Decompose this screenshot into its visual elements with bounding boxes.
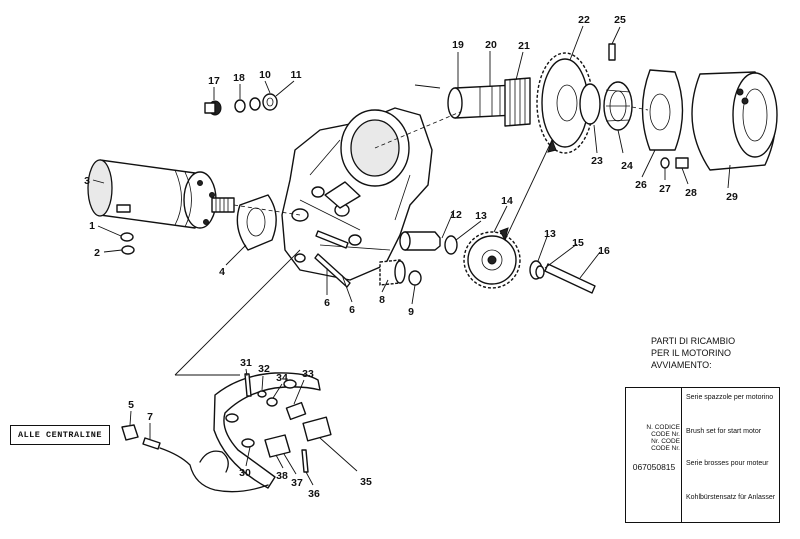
description-fr: Serie brosses pour moteur: [686, 460, 769, 467]
code-header-fr: Nr. CODE: [651, 438, 680, 445]
description-de: Kohlbürstensatz für Anlasser: [686, 494, 776, 501]
callout-21: 21: [518, 40, 530, 52]
callout-8: 8: [379, 294, 385, 306]
callout-17: 17: [208, 75, 220, 87]
bolt-6b: [315, 230, 349, 249]
callout-4: 4: [219, 266, 225, 278]
spare-title-line-2: PER IL MOTORINO: [651, 348, 732, 358]
callout-leaders: [92, 25, 731, 486]
washer-15: [535, 265, 545, 279]
callout-11: 11: [290, 69, 301, 81]
bolt-16: [544, 263, 596, 294]
nut-34: [266, 397, 278, 407]
callout-35: 35: [360, 476, 372, 488]
gear-14: [463, 231, 521, 289]
spare-title-line-3: AVVIAMENTO:: [651, 360, 712, 370]
code-header-de: CODE Nr.: [651, 445, 680, 452]
wire: [159, 447, 269, 493]
callout-34: 34: [276, 372, 288, 384]
callout-32: 32: [258, 363, 270, 375]
callout-18: 18: [233, 72, 245, 84]
callout-27: 27: [659, 183, 671, 195]
brush-35: [302, 416, 332, 442]
callout-2: 2: [94, 247, 100, 259]
callout-29: 29: [726, 191, 738, 203]
screw-31: [244, 373, 252, 397]
gear-8: [379, 259, 406, 286]
callout-13a: 13: [475, 210, 487, 222]
callout-14: 14: [501, 195, 513, 207]
small-parts-top: [204, 93, 278, 116]
description-en: Brush set for start motor: [686, 428, 762, 435]
callout-30: 30: [239, 467, 251, 479]
callout-6a: 6: [324, 297, 330, 309]
callout-31: 31: [240, 357, 252, 369]
spare-parts-title: PARTI DI RICAMBIO PER IL MOTORINO AVVIAM…: [651, 335, 771, 371]
clip-9: [408, 270, 422, 286]
bolt-6a: [314, 253, 351, 288]
washer-27: [660, 157, 670, 169]
callout-16: 16: [598, 245, 610, 257]
callout-23: 23: [591, 155, 603, 167]
callout-20: 20: [485, 39, 497, 51]
callout-9: 9: [408, 306, 414, 318]
callout-7: 7: [147, 411, 153, 423]
callout-25: 25: [614, 14, 626, 26]
callout-19: 19: [452, 39, 464, 51]
callout-37: 37: [291, 477, 303, 489]
code-column: N. CODICE CODE Nr. Nr. CODE CODE Nr. 067…: [626, 388, 682, 522]
pin-28: [675, 157, 689, 169]
code-header-it: N. CODICE: [646, 424, 680, 431]
starter-motor: [87, 159, 235, 229]
callout-15: 15: [572, 237, 584, 249]
spare-parts-table: N. CODICE CODE Nr. Nr. CODE CODE Nr. 067…: [625, 387, 780, 523]
connector-label: ALLE CENTRALINE: [10, 425, 110, 445]
brush-plate: [213, 372, 321, 489]
callout-3: 3: [84, 175, 90, 187]
screw-36: [301, 449, 309, 473]
gear-22: [536, 52, 594, 154]
spare-title-line-1: PARTI DI RICAMBIO: [651, 336, 736, 346]
washer-13a: [444, 235, 458, 255]
nut-2: [121, 245, 135, 255]
connector-5: [121, 424, 139, 441]
callout-1: 1: [89, 220, 95, 232]
brush-holder-33: [285, 401, 307, 421]
part-code: 067050815: [632, 462, 676, 472]
description-it: Serie spazzole per motorino: [686, 394, 774, 401]
connector-7: [142, 437, 161, 450]
callout-5: 5: [128, 399, 134, 411]
nut-1: [120, 232, 134, 242]
code-header-en: CODE Nr.: [651, 431, 680, 438]
code-header: N. CODICE CODE Nr. Nr. CODE CODE Nr.: [628, 424, 680, 452]
gasket: [236, 194, 277, 251]
callout-6b: 6: [349, 304, 355, 316]
callout-28: 28: [685, 187, 697, 199]
callout-38: 38: [276, 470, 288, 482]
callout-10: 10: [259, 69, 271, 81]
cover-29: [691, 71, 778, 171]
callout-12: 12: [450, 209, 462, 221]
callout-13b: 13: [544, 228, 556, 240]
callout-numbers: 1 2 3 4 5 6 6 7 8 9 10 11 12 13 13 14 15…: [84, 14, 738, 500]
callout-24: 24: [621, 160, 633, 172]
callout-22: 22: [578, 14, 590, 26]
flange-26: [641, 69, 684, 151]
callout-36: 36: [308, 488, 320, 500]
bearing-23-24: [579, 81, 633, 131]
callout-33: 33: [302, 368, 314, 380]
callout-26: 26: [635, 179, 647, 191]
brush-holder-38: [264, 434, 291, 458]
nut-32: [257, 390, 267, 398]
shaft-12: [399, 231, 441, 251]
shaft-assembly: [447, 77, 531, 127]
screw-25: [608, 43, 616, 61]
